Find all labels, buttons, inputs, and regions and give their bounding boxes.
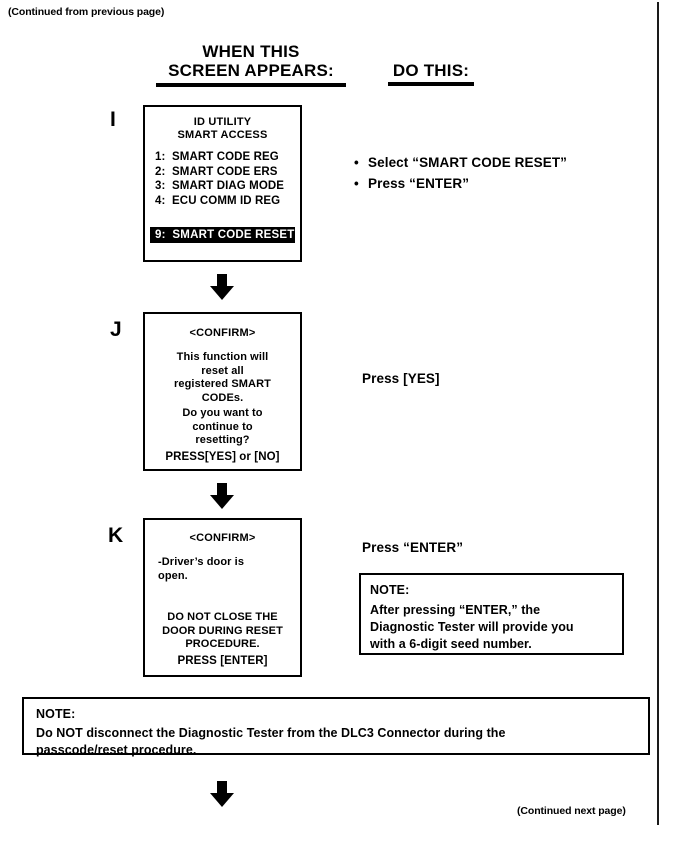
action-bullet-2: • Press “ENTER”	[354, 173, 567, 194]
screen-k-p2-line1: DO NOT CLOSE THE	[167, 611, 278, 623]
note-body-line1: After pressing “ENTER,” the	[370, 603, 541, 617]
bottom-note-line2: passcode/reset procedure.	[36, 743, 197, 757]
screen-i-title-line1: ID UTILITY	[193, 116, 252, 128]
flow-arrow-to-next-page	[209, 781, 235, 812]
page-edge-rule	[657, 2, 659, 825]
down-arrow-icon	[210, 274, 234, 300]
screen-j-paragraph-1: This function will reset all registered …	[145, 351, 300, 405]
header-underline	[388, 82, 474, 86]
menu-item-9-selected[interactable]: 9: SMART CODE RESET	[150, 227, 295, 243]
screen-k-p1-line2: open.	[158, 569, 188, 582]
tester-screen-i: ID UTILITY SMART ACCESS 1: SMART CODE RE…	[143, 105, 302, 262]
note-box-do-not-disconnect: NOTE: Do NOT disconnect the Diagnostic T…	[22, 697, 650, 757]
screen-k-p1-line1: -Driver’s door is	[158, 556, 245, 568]
screen-k-p2-line2: DOOR DURING RESET	[162, 624, 283, 637]
down-arrow-icon	[210, 483, 234, 509]
screen-i-title-line2: SMART ACCESS	[177, 129, 268, 141]
screen-k-paragraph-2: DO NOT CLOSE THE DOOR DURING RESET PROCE…	[145, 611, 300, 652]
screen-j-p2-line2: continue to	[192, 420, 253, 433]
screen-j-paragraph-2: Do you want to continue to resetting?	[145, 407, 300, 448]
note-body-line2: Diagnostic Tester will provide you	[370, 620, 574, 634]
step-i-actions: • Select “SMART CODE RESET” • Press “ENTER…	[354, 152, 567, 194]
action-bullet-2-text: Press “ENTER”	[368, 176, 470, 191]
screen-k-title: <CONFIRM>	[189, 532, 256, 544]
column-header-line2: SCREEN APPEARS:	[168, 61, 334, 80]
screen-j-p1-line3: registered SMART	[174, 378, 271, 390]
note-body-line3: with a 6-digit seed number.	[370, 637, 532, 651]
screen-j-title: <CONFIRM>	[189, 327, 256, 339]
continued-next-page-label: (Continued next page)	[517, 805, 626, 817]
note-body: After pressing “ENTER,” the Diagnostic T…	[370, 602, 574, 653]
continued-from-previous-label: (Continued from previous page)	[8, 6, 165, 18]
column-header-when-this-screen-appears: WHEN THIS SCREEN APPEARS:	[156, 42, 346, 87]
screen-k-footer-prompt: PRESS [ENTER]	[177, 655, 268, 667]
screen-j-p1-line1: This function will	[176, 351, 269, 363]
column-header-do-this-text: DO THIS:	[392, 61, 470, 80]
flow-arrow-j-to-k	[209, 483, 235, 514]
bottom-note-body: Do NOT disconnect the Diagnostic Tester …	[36, 725, 505, 759]
note-label: NOTE:	[370, 583, 410, 597]
screen-j-p1-line4: CODEs.	[201, 391, 244, 404]
screen-i-menu-list: 1: SMART CODE REG 2: SMART CODE ERS 3: S…	[155, 150, 284, 208]
screen-k-paragraph-1: -Driver’s door is open.	[158, 556, 244, 583]
screen-j-footer-prompt: PRESS[YES] or [NO]	[165, 451, 280, 463]
action-bullet-1-text: Select “SMART CODE RESET”	[368, 155, 568, 170]
step-letter-k: K	[108, 524, 124, 547]
screen-j-p2-line3: resetting?	[195, 434, 250, 446]
tester-screen-k: <CONFIRM> -Driver’s door is open. DO NOT…	[143, 518, 302, 677]
action-bullet-1: • Select “SMART CODE RESET”	[354, 152, 567, 173]
menu-item-1[interactable]: 1: SMART CODE REG	[155, 151, 279, 163]
tester-screen-j: <CONFIRM> This function will reset all r…	[143, 312, 302, 471]
bottom-note-label: NOTE:	[36, 707, 76, 721]
header-underline	[156, 83, 346, 87]
column-header-line1: WHEN THIS	[202, 42, 300, 61]
down-arrow-icon	[210, 781, 234, 807]
screen-j-p2-line1: Do you want to	[182, 407, 263, 419]
bottom-note-line1: Do NOT disconnect the Diagnostic Tester …	[36, 726, 506, 740]
step-letter-i: I	[110, 108, 116, 131]
screen-k-p2-line3: PROCEDURE.	[185, 638, 260, 650]
step-letter-j: J	[110, 318, 122, 341]
bullet-dot-icon: •	[354, 155, 359, 170]
step-j-action: Press [YES]	[362, 371, 440, 386]
screen-i-title: ID UTILITY SMART ACCESS	[145, 116, 300, 142]
note-box-seed-number: NOTE: After pressing “ENTER,” the Diagno…	[359, 573, 624, 655]
menu-item-3[interactable]: 3: SMART DIAG MODE	[155, 180, 285, 192]
screen-j-p1-line2: reset all	[201, 364, 244, 377]
flow-arrow-i-to-j	[209, 274, 235, 305]
menu-item-4[interactable]: 4: ECU COMM ID REG	[155, 194, 281, 207]
column-header-do-this: DO THIS:	[388, 61, 474, 86]
menu-item-2[interactable]: 2: SMART CODE ERS	[155, 165, 278, 178]
bullet-dot-icon: •	[354, 176, 359, 191]
step-k-action: Press “ENTER”	[362, 540, 464, 555]
